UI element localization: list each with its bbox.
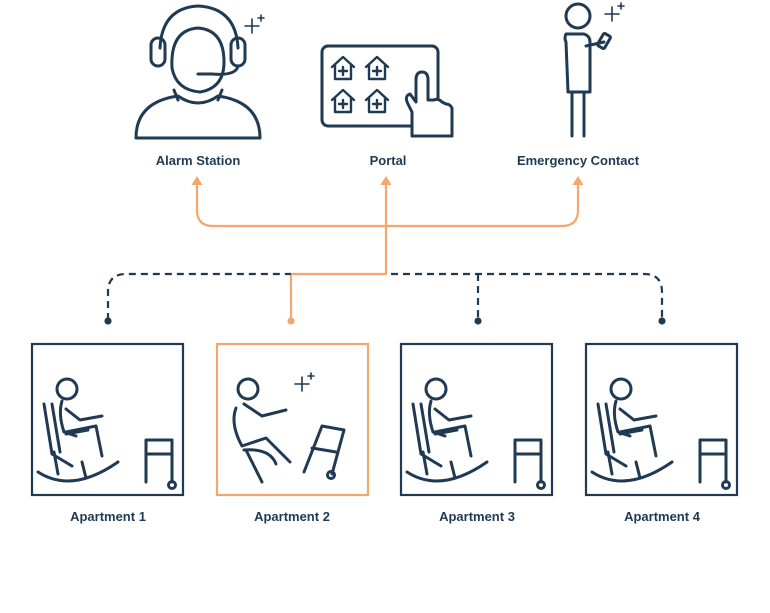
- alert-arrowheads: [191, 176, 584, 325]
- touch-tablet-icon: [320, 44, 454, 138]
- apartment-3-label: Apartment 3: [439, 509, 515, 524]
- apartment-1-frame: [30, 342, 185, 497]
- fallen-person-icon: [232, 377, 346, 484]
- apartment-4-frame: [584, 342, 739, 497]
- alarm-station-label: Alarm Station: [155, 153, 241, 168]
- apartment-2-frame: [215, 342, 370, 497]
- rocking-chair-person-icon: [405, 377, 546, 490]
- apartment-4-label: Apartment 4: [624, 509, 700, 524]
- alert-connector: [195, 180, 580, 322]
- apartment-1-label: Apartment 1: [70, 509, 146, 524]
- rocking-chair-person-icon: [36, 377, 177, 490]
- person-with-phone-icon: [563, 2, 612, 138]
- network-connector: [106, 272, 664, 320]
- rocking-chair-person-icon: [590, 377, 731, 490]
- portal-label: Portal: [369, 153, 407, 168]
- network-endpoints: [104, 317, 666, 325]
- emergency-contact-label: Emergency Contact: [516, 153, 640, 168]
- apartment-2-label: Apartment 2: [254, 509, 330, 524]
- headset-operator-icon: [134, 4, 262, 140]
- apartment-3-frame: [399, 342, 554, 497]
